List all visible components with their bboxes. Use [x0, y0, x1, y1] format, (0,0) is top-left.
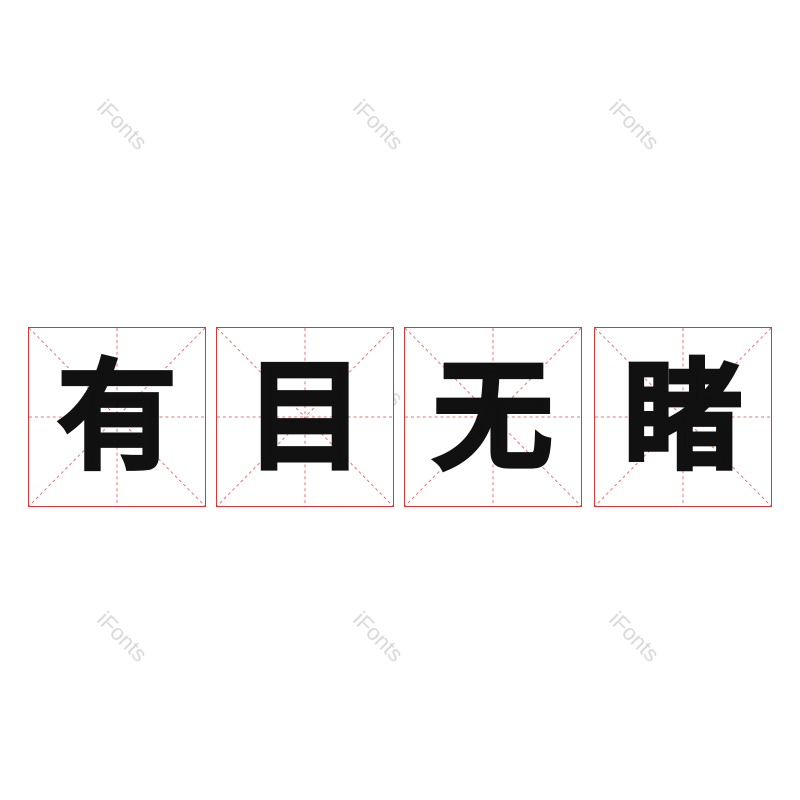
- character-cell-2: 目: [216, 327, 394, 507]
- character-cell-3: 无: [404, 327, 582, 507]
- character-cell-4: 睹: [594, 327, 772, 507]
- practice-grid-guides: [405, 328, 581, 506]
- watermark-bottom-left: iFonts: [92, 606, 153, 667]
- practice-grid-guides: [29, 328, 205, 506]
- watermark-top-right: iFonts: [604, 94, 665, 155]
- watermark-bottom-center: iFonts: [348, 606, 409, 667]
- watermark-bottom-right: iFonts: [604, 606, 665, 667]
- practice-grid-guides: [217, 328, 393, 506]
- character-glyph-4: 睹: [622, 348, 744, 486]
- watermark-top-center: iFonts: [348, 94, 409, 155]
- character-grid-row: 有 目 无 睹: [28, 327, 774, 509]
- character-glyph-1: 有: [56, 348, 178, 486]
- character-glyph-3: 无: [432, 348, 554, 486]
- practice-grid-guides: [595, 328, 771, 506]
- character-cell-1: 有: [28, 327, 206, 507]
- character-glyph-2: 目: [244, 348, 366, 486]
- watermark-top-left: iFonts: [92, 94, 153, 155]
